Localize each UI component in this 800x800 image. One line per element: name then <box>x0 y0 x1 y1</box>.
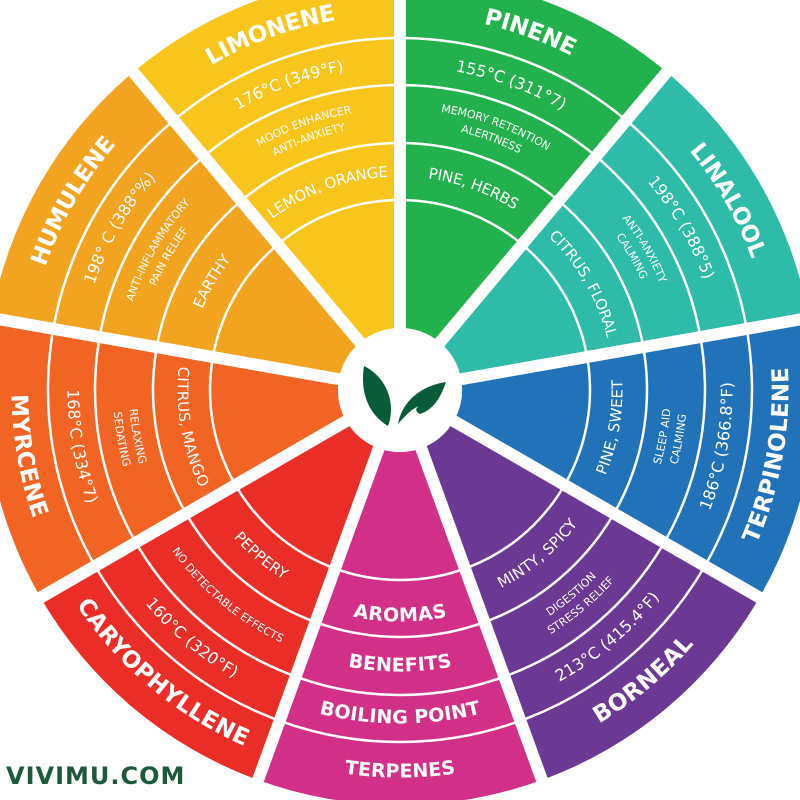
sector-gap <box>245 387 406 800</box>
sector-borneal <box>421 421 760 780</box>
sector-legend <box>258 448 542 800</box>
legend-terpenes-label-text: TERPENES <box>344 757 456 783</box>
center-hub <box>338 328 462 452</box>
brand-logo-text: VIVIMU.COM <box>6 762 186 790</box>
sector-limonene <box>133 0 400 343</box>
sector-gap <box>115 52 405 394</box>
sector-gap <box>20 384 404 613</box>
sector-gap <box>0 313 402 396</box>
sector-terpinolene <box>453 319 800 598</box>
leaf-sprout-icon <box>363 366 446 426</box>
sector-humulene <box>0 72 361 380</box>
legend-terpenes-label: TERPENES <box>344 757 456 783</box>
sector-caryophyllene <box>40 421 379 780</box>
sector-pinene <box>400 0 667 343</box>
sector-linalool <box>439 72 800 380</box>
sector-gap <box>395 52 685 394</box>
sector-gap <box>397 384 780 613</box>
sector-gap <box>398 313 800 396</box>
sector-myrcene <box>0 319 347 598</box>
sector-gap <box>394 387 555 800</box>
